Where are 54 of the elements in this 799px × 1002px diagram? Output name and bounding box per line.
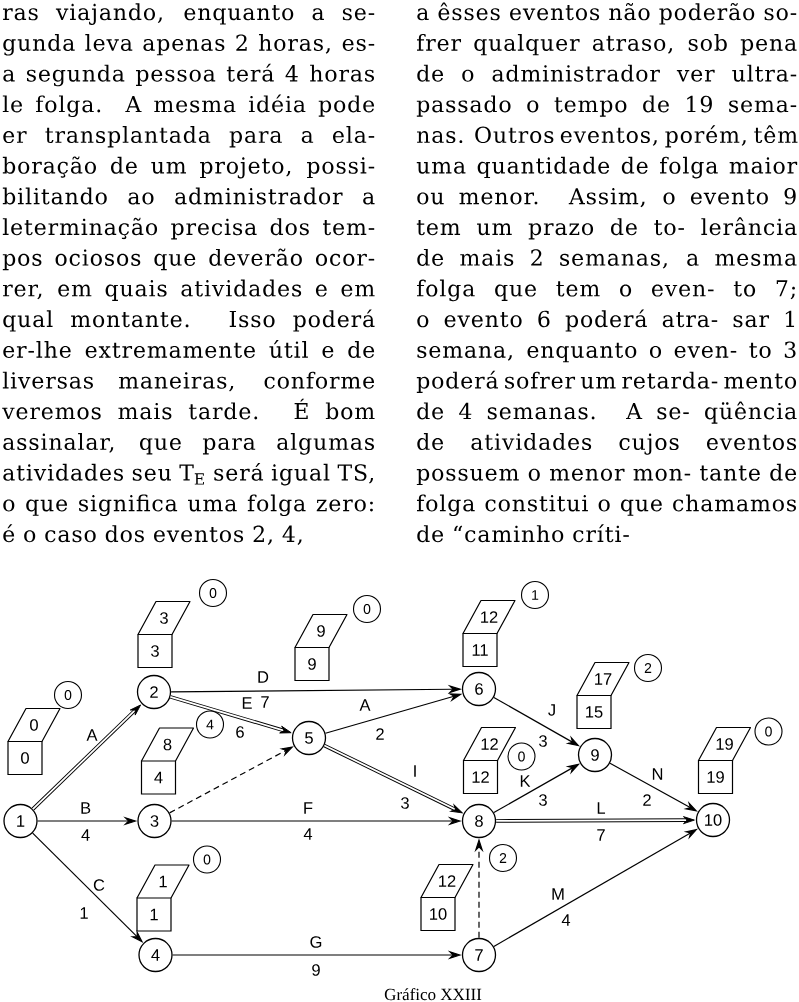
double-arrow [31,704,142,811]
duration-label: 4 [81,829,90,841]
node-label: 12 [439,875,456,887]
duration-label: 4 [561,914,571,926]
node-label: 1 [159,875,167,888]
event-time-box: 11 12 [462,599,516,668]
body-text: ras viajando, enquanto a se- gunda leva apenas 2 horas, es- a segunda pessoa terá 4 horas le folga. A mesma idéia pode er transplantada para a ela- boração de um projeto, possi- bilitando ao administrador a leterminação precisa dos tem- pos ociosos que deverão ocor- rer, em quais atividades e em qual montante. Isso poderá er-lhe extremamente útil e de liversas maneiras, conforme veremos mais tarde. É bom assinalar, que para algumas atividades seu T$_{E}$ será igual TS, o que significa uma folga zero: é o caso dos eventos 2, 4, [2,3,375,545]
double-arrow [495,816,695,825]
duration-label: 6 [236,726,244,738]
duration-label: 4 [303,828,313,840]
node-label: 17 [595,673,612,685]
edge-label: F [304,802,313,814]
duration-label: 7 [261,696,269,708]
duration-label: 3 [401,797,409,809]
node-label: 12 [481,738,498,750]
edge-label: M [552,888,564,900]
edge-label: E [242,697,252,709]
event-time-box: 12 12 [462,726,517,795]
edge-label: D [258,671,269,683]
duration-label: 3 [539,794,547,806]
duration-label: 2 [376,728,384,740]
event-time-box: 4 8 [140,727,195,795]
duration-label: 3 [539,735,547,747]
edge-label: G [310,936,322,948]
node-label: 3 [160,612,168,624]
node-label: 12 [481,611,498,623]
duration-label: 2 [643,794,651,806]
event-time-box: 0 0 [7,707,61,776]
duration-label: 7 [597,829,605,841]
double-arrow [323,743,463,814]
node-label: 19 [716,738,733,750]
edge-label: I [414,765,416,777]
event-time-box: 9 9 [294,613,348,682]
edge-label: K [520,775,531,787]
edge-label: A [86,729,98,741]
edge-label: J [548,704,555,716]
edge-label: A [359,699,371,711]
double-arrow [169,695,292,734]
duration-label: 1 [80,907,88,919]
event-time-box: 10 12 [420,863,474,932]
event-time-box: 15 17 [576,661,630,730]
figure-caption: Gráfico XXIII [384,988,482,1001]
node-label: 9 [317,625,325,637]
duration-label: 9 [312,964,320,976]
node-label: 8 [163,738,172,751]
body-text: a êsses eventos não poderão so- frer qualquer atraso, sob pena de o administrador ver ultra- passado o tempo de 19 sema- nas. Outros eventos, porém, têm uma quantidade de folga maior ou menor. Assim, o evento 9 tem um prazo de to- lerância de mais 2 semanas, a mesma folga que tem o even- to 7; o evento 6 poderá atra- sar 1 semana, enquanto o even- to 3 poderá sofrer um retarda- mento de 4 semanas. A se- qüência de atividades cujos eventos possuem o menor mon- tante de folga constitui o que chamamos de “caminho críti- [416,2,798,543]
edge-label: L [597,802,606,814]
node-label: 0 [30,719,38,731]
edge-label: N [652,768,663,780]
event-time-box: 19 19 [697,726,752,795]
edge-label: B [81,802,91,814]
edge-label: C [93,879,105,891]
event-time-box: 1 1 [136,864,190,932]
event-time-box: 3 3 [137,600,191,669]
